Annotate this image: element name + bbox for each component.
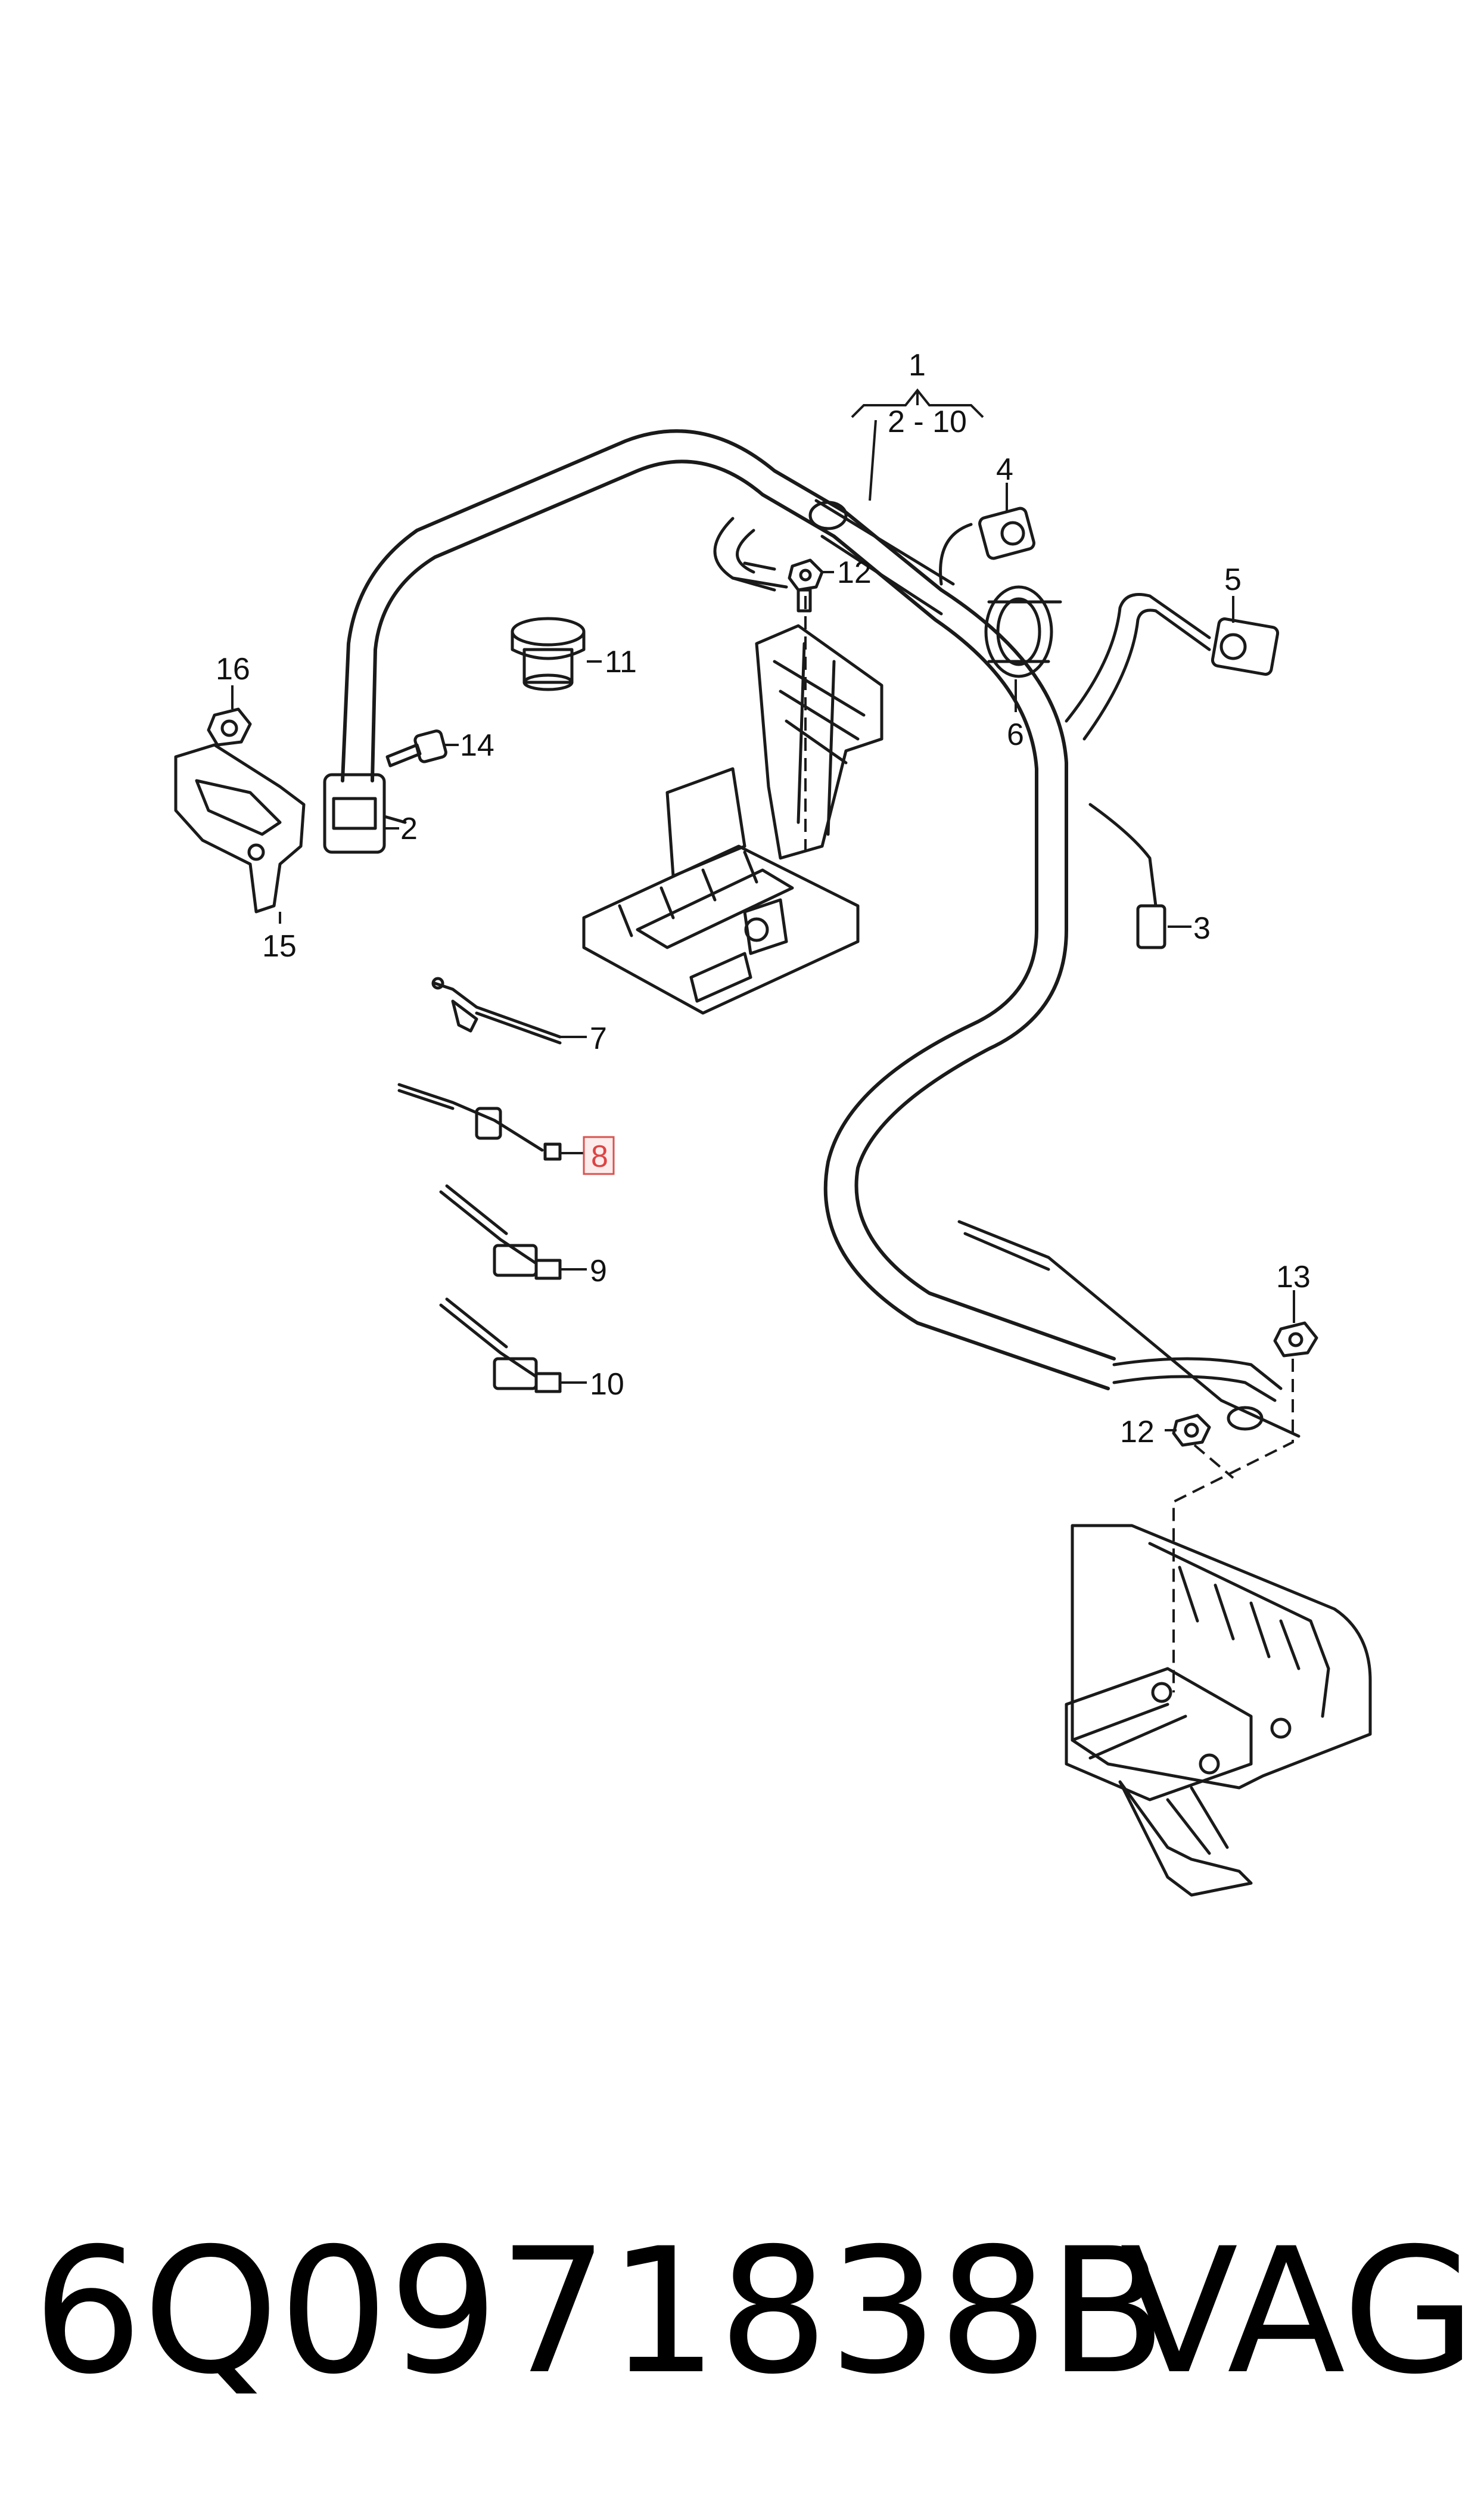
connector-4 xyxy=(939,507,1035,586)
callout-13: 13 xyxy=(1276,1260,1311,1294)
callout-16: 16 xyxy=(216,652,250,687)
callout-12-upper: 12 xyxy=(837,555,872,590)
part-number: 6Q0971838B xyxy=(33,2211,1167,2412)
highlight-box-8 xyxy=(583,1136,615,1175)
branch-loop xyxy=(713,517,788,592)
nut-12-lower xyxy=(1172,1414,1211,1447)
callout-10: 10 xyxy=(590,1367,624,1402)
callout-1: 1 xyxy=(909,348,926,383)
callout-7: 7 xyxy=(590,1021,607,1056)
callout-4: 4 xyxy=(996,452,1013,487)
callout-14: 14 xyxy=(460,728,494,763)
plug-11 xyxy=(511,617,586,691)
cable-tie-8 xyxy=(397,1083,562,1161)
callout-8: 8 xyxy=(591,1139,608,1174)
nut-13 xyxy=(1273,1321,1318,1358)
connector-5 xyxy=(1065,593,1280,741)
callout-15: 15 xyxy=(262,929,297,964)
brand-name: VAG xyxy=(1120,2211,1476,2412)
dashed-guides xyxy=(804,596,1294,1692)
grommet xyxy=(984,585,1062,678)
callout-6: 6 xyxy=(1007,718,1024,752)
callout-3: 3 xyxy=(1193,911,1211,946)
callout-12-lower: 12 xyxy=(1120,1415,1155,1449)
cable-tie-10 xyxy=(439,1297,562,1393)
connector-3 xyxy=(1088,803,1166,949)
stud-12-upper xyxy=(788,558,824,613)
callout-1-range: 2 - 10 xyxy=(888,405,967,439)
fuse-holder-upper xyxy=(582,624,883,1015)
cable-tie-9 xyxy=(439,1184,562,1280)
leader-lines xyxy=(231,388,1295,1431)
wiring-harness xyxy=(341,429,1301,1438)
callout-5: 5 xyxy=(1224,563,1242,597)
bracket-15 xyxy=(174,743,306,914)
nut-16 xyxy=(207,707,252,747)
fuse-holder-lower xyxy=(1065,1524,1372,1897)
callout-9: 9 xyxy=(590,1254,607,1288)
callout-11: 11 xyxy=(605,645,637,679)
bolt-14 xyxy=(385,729,447,768)
callout-labels: 1 2 - 10 2 3 4 5 6 7 8 9 10 11 12 12 13 … xyxy=(216,348,1311,1449)
cable-tie-7 xyxy=(431,977,562,1045)
connector-2 xyxy=(323,773,407,854)
callout-2: 2 xyxy=(400,812,418,846)
